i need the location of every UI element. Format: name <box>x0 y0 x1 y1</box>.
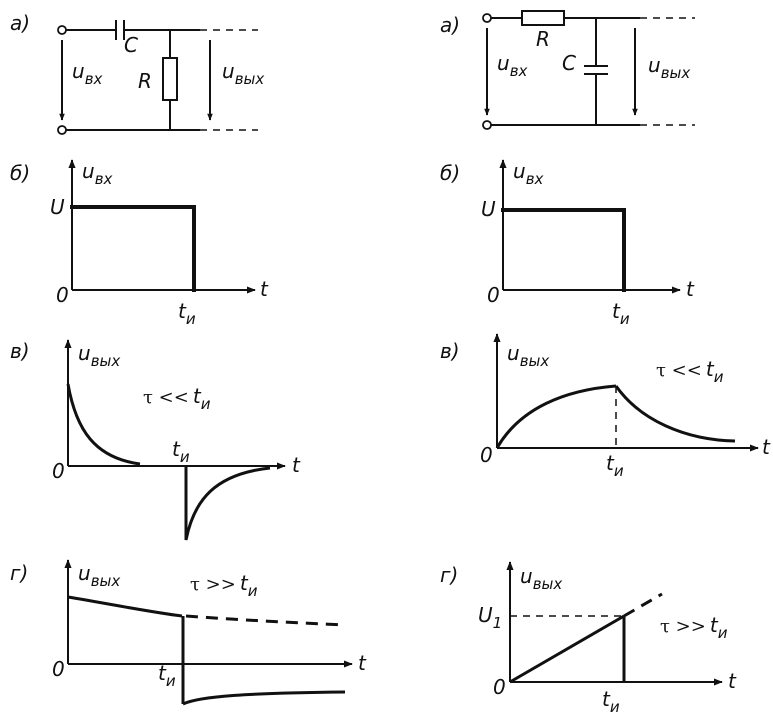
left-v-zero: 0 <box>52 459 65 483</box>
left-v-t-axis-label: t <box>292 453 301 477</box>
right-g-zero: 0 <box>493 675 506 699</box>
right-g-ramp <box>509 614 625 684</box>
right-graph-g: г) uвых U1 τ >>tи 0 tи t <box>440 561 737 716</box>
left-resistor-label: R <box>138 69 152 93</box>
right-u-out: uвых <box>648 53 690 82</box>
left-b-y-label: uвх <box>82 159 113 188</box>
left-v-y-label: uвых <box>78 341 120 370</box>
left-u-out: uвых <box>222 59 264 88</box>
left-g-zero: 0 <box>52 657 65 681</box>
right-v-t-axis-label: t <box>762 435 771 459</box>
left-input-pulse <box>70 205 196 292</box>
left-g-dashed-continuation <box>185 614 346 627</box>
right-v-charge-curve <box>495 384 617 449</box>
left-b-label: б) <box>10 161 30 185</box>
left-g-top-decay <box>67 595 183 618</box>
left-v-negative-spike <box>184 466 271 541</box>
right-v-label: в) <box>440 339 460 363</box>
right-u-in: uвх <box>497 51 528 80</box>
right-capacitor-label: C <box>562 51 576 75</box>
left-graph-b: б) uвх U 0 tи t <box>10 159 269 328</box>
right-input-terminal-top <box>482 13 492 23</box>
right-v-t-mark: tи <box>606 451 624 480</box>
right-b-t-mark: tи <box>612 299 630 328</box>
right-g-t-axis-label: t <box>728 669 737 693</box>
right-resistor-label: R <box>536 27 550 51</box>
right-graph-v: в) uвых τ <<tи 0 tи t <box>440 333 771 480</box>
right-g-ramp-continuation <box>623 592 663 618</box>
left-u-in: uвх <box>72 59 103 88</box>
right-b-label: б) <box>440 161 460 185</box>
left-g-y-label: uвых <box>78 561 120 590</box>
right-v-discharge-curve <box>614 385 736 443</box>
left-circuit-a: а) C R uвх uвых <box>10 11 264 135</box>
right-input-pulse <box>501 208 626 292</box>
right-g-y-label: uвых <box>520 564 562 593</box>
right-a-label: а) <box>440 13 460 37</box>
left-input-terminal-bottom <box>57 125 67 135</box>
left-g-label: г) <box>10 561 28 585</box>
left-v-positive-spike <box>66 383 141 466</box>
left-b-t-axis-label: t <box>260 277 269 301</box>
left-v-tau: τ <<tи <box>143 384 211 413</box>
right-graph-b: б) uвх U 0 tи t <box>440 159 695 328</box>
right-v-zero: 0 <box>480 443 493 467</box>
left-b-t-mark: tи <box>178 299 196 328</box>
left-g-t-mark: tи <box>158 661 176 690</box>
right-input-terminal-bottom <box>482 120 492 130</box>
left-a-label: а) <box>10 11 30 35</box>
right-g-u1-label: U1 <box>478 603 502 632</box>
left-g-tau: τ >>tи <box>190 571 258 600</box>
left-v-label: в) <box>10 339 30 363</box>
left-b-zero: 0 <box>56 283 69 307</box>
left-b-u-label: U <box>50 195 65 219</box>
left-g-negative-decay <box>182 690 346 706</box>
right-g-t-mark: tи <box>602 687 620 716</box>
right-v-y-label: uвых <box>507 341 549 370</box>
left-v-t-mark: tи <box>172 437 190 466</box>
left-graph-g: г) uвых τ >>tи 0 tи t <box>10 559 367 706</box>
left-capacitor-label: C <box>124 33 138 57</box>
right-b-y-label: uвх <box>513 159 544 188</box>
right-g-label: г) <box>440 563 458 587</box>
right-circuit-a: а) R C uвх uвых <box>440 10 695 130</box>
right-b-t-axis-label: t <box>686 277 695 301</box>
right-resistor <box>521 10 565 26</box>
right-v-tau: τ <<tи <box>656 357 724 386</box>
right-b-u-label: U <box>481 197 496 221</box>
left-graph-v: в) uвых τ <<tи 0 tи t <box>10 339 301 541</box>
right-b-zero: 0 <box>487 283 500 307</box>
right-g-tau: τ >>tи <box>660 613 728 642</box>
left-resistor <box>162 57 178 101</box>
left-g-t-axis-label: t <box>358 651 367 675</box>
left-input-terminal-top <box>57 25 67 35</box>
